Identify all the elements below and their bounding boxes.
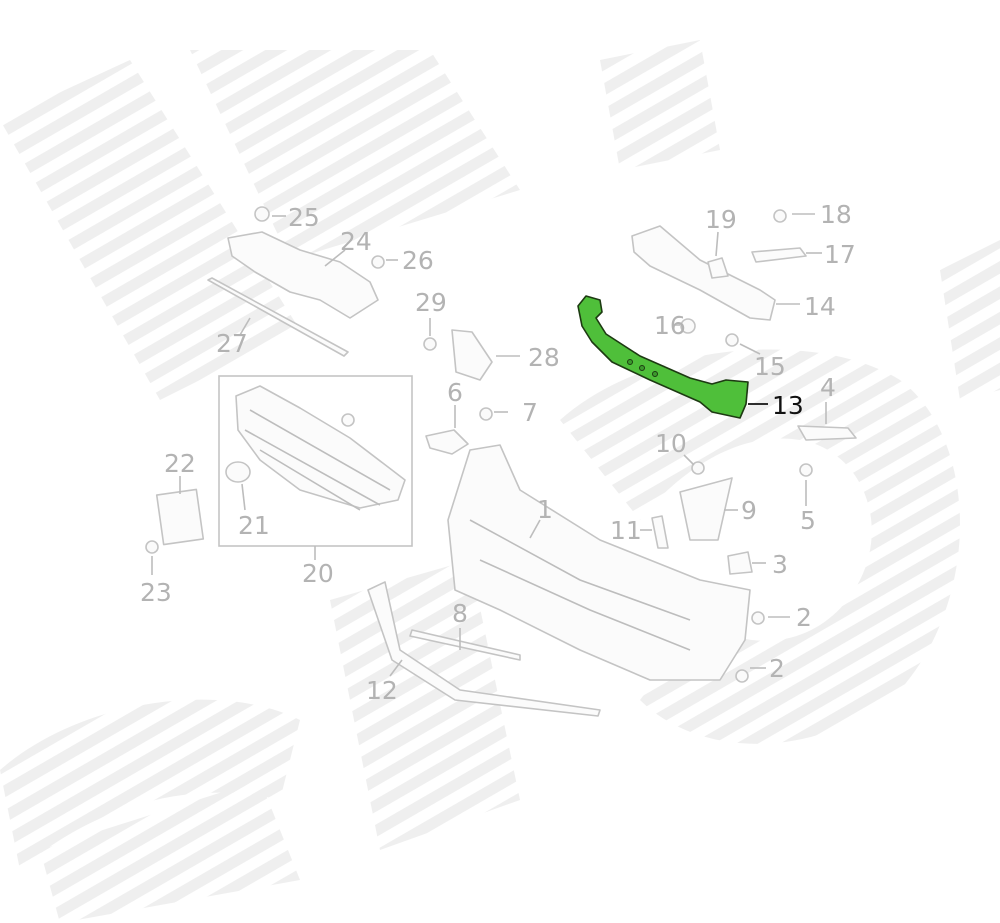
label-2a: 2 [796,603,812,632]
label-28: 28 [528,343,560,372]
bracket-6 [425,429,469,455]
label-4: 4 [820,373,836,402]
label-26: 26 [402,246,434,275]
lower-strip-12 [367,581,601,717]
part-13-holes [627,359,658,377]
bracket-17 [751,247,807,263]
label-15: 15 [754,352,786,381]
bracket-28 [451,329,493,381]
label-21: 21 [238,511,270,540]
retainer-4 [797,425,857,441]
molding-8 [409,629,521,661]
label-27: 27 [216,329,248,358]
callout-labels: 25 24 26 27 29 28 6 7 22 21 20 23 19 18 … [140,200,856,705]
label-20: 20 [302,559,334,588]
label-11: 11 [610,516,642,545]
label-17: 17 [824,240,856,269]
label-1: 1 [537,495,553,524]
label-8: 8 [452,599,468,628]
label-29: 29 [415,288,447,317]
bracket-11 [651,515,669,549]
label-2b: 2 [769,654,785,683]
label-18: 18 [820,200,852,229]
label-23: 23 [140,578,172,607]
label-16: 16 [654,311,686,340]
label-5: 5 [800,506,816,535]
watermark-logo [0,40,1000,923]
label-13[interactable]: 13 [772,391,804,420]
label-6: 6 [447,378,463,407]
label-12: 12 [366,676,398,705]
label-22: 22 [164,449,196,478]
highlighted-part-13[interactable] [577,295,749,419]
label-3: 3 [772,550,788,579]
leader-lines [151,213,827,677]
bracket-22 [155,488,205,546]
fasteners [145,206,813,683]
bracket-9 [679,477,733,541]
label-7: 7 [522,398,538,427]
label-14: 14 [804,292,836,321]
label-24: 24 [340,227,372,256]
label-9: 9 [741,496,757,525]
clip-3 [727,551,753,575]
label-10: 10 [655,429,687,458]
cover-19 [707,257,729,279]
label-25: 25 [288,203,320,232]
reinforcement-14 [631,225,776,321]
bumper-cover-1 [447,444,751,681]
label-19: 19 [705,205,737,234]
molding-27 [207,277,349,357]
grille-bracket-24 [227,231,379,319]
